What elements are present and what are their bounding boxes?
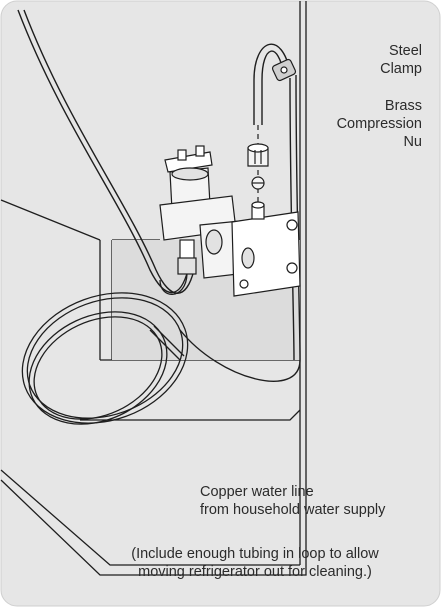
label-line: Clamp	[380, 61, 422, 77]
tubing-coil	[21, 292, 189, 425]
label-line: Compression	[336, 116, 422, 132]
label-line: Copper water line	[200, 484, 314, 500]
label-copper-line: Copper water line from household water s…	[200, 483, 430, 519]
steel-clamp	[271, 58, 297, 82]
label-line: Nu	[403, 134, 422, 150]
label-note: (Include enough tubing in loop to allow …	[100, 545, 410, 581]
label-line: moving refrigerator out for cleaning.)	[138, 564, 372, 580]
label-steel-clamp: Steel Clamp	[300, 42, 422, 78]
label-line: Steel	[388, 43, 422, 59]
water-valve	[159, 145, 301, 297]
inlet-tube	[159, 273, 188, 295]
copper-tubing	[17, 9, 301, 382]
label-line: from household water supply	[200, 502, 386, 518]
brass-compression-nut	[247, 143, 269, 167]
label-line: (Include enough tubing in loop to allow	[131, 546, 379, 562]
label-line: Brass	[384, 98, 422, 114]
ferrule	[251, 176, 265, 190]
label-brass-nut: Brass Compression Nu	[290, 97, 422, 151]
